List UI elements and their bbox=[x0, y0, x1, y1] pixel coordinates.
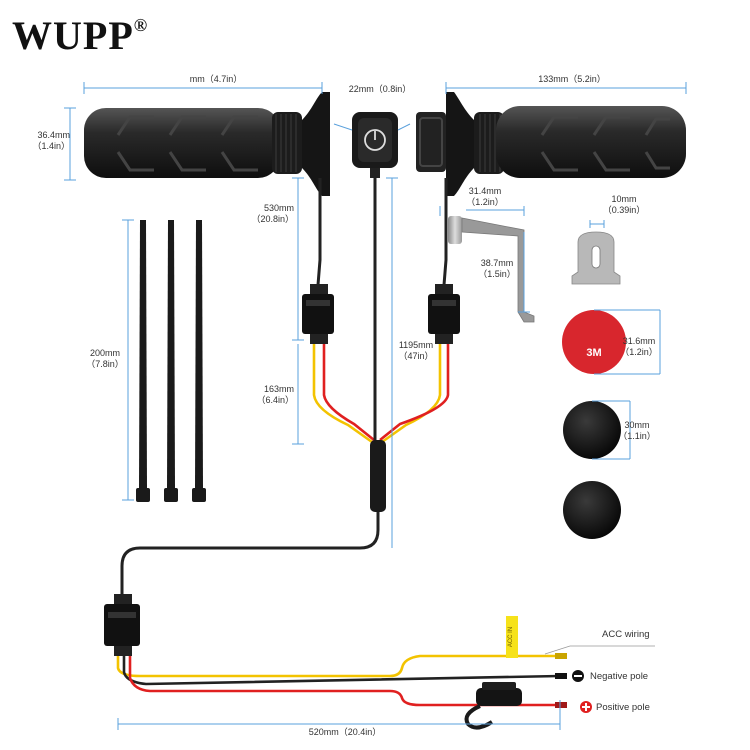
dim-mount-hole: 10mm （0.39in） bbox=[602, 194, 646, 215]
positive-symbol bbox=[580, 701, 592, 713]
brand-logo: WUPP® bbox=[12, 13, 149, 58]
dim-bracket-width: 31.4mm （1.2in） bbox=[466, 186, 504, 207]
output-wires bbox=[116, 654, 561, 707]
wire-ends bbox=[555, 653, 567, 708]
fuse-holder bbox=[464, 682, 522, 730]
right-connector bbox=[428, 284, 460, 344]
cover-cap-1 bbox=[563, 401, 621, 459]
dim-right-grip-length: 133mm（5.2in） bbox=[538, 74, 606, 84]
dim-left-grip-length: mm（4.7in） bbox=[189, 74, 243, 84]
branch-wires bbox=[312, 344, 450, 444]
legend-acc-wiring: ACC wiring bbox=[602, 629, 650, 640]
cover-cap-2 bbox=[563, 481, 621, 539]
dim-cover-cap: 30mm （1.1in） bbox=[618, 420, 656, 441]
acc-tag: ACC IN bbox=[506, 616, 518, 658]
dim-grip-diameter: 36.4mm （1.4in） bbox=[32, 130, 70, 151]
power-switch bbox=[352, 112, 398, 178]
dim-branch-cable: 163mm （6.4in） bbox=[256, 384, 294, 405]
left-grip bbox=[84, 92, 330, 196]
dim-cable-tie: 200mm （7.8in） bbox=[86, 348, 124, 369]
svg-text:ACC IN: ACC IN bbox=[508, 627, 514, 647]
harness-connector bbox=[104, 594, 140, 656]
cable-ties bbox=[136, 220, 206, 502]
bracket-clip bbox=[571, 231, 621, 285]
legend-leaders bbox=[544, 645, 655, 655]
harness-sleeve bbox=[370, 440, 386, 512]
right-grip bbox=[416, 92, 686, 196]
legend-negative-pole: Negative pole bbox=[590, 671, 649, 682]
dim-harness-length: 520mm（20.4in） bbox=[308, 727, 382, 737]
negative-symbol bbox=[572, 670, 584, 682]
dim-bracket-height: 38.7mm （1.5in） bbox=[478, 258, 516, 279]
dim-switch-width: 22mm（0.8in） bbox=[348, 84, 412, 94]
dimension-lines bbox=[64, 82, 687, 730]
dim-right-cable: 1195mm （47in） bbox=[398, 340, 434, 361]
left-connector bbox=[302, 284, 334, 344]
adhesive-pad: 3M bbox=[562, 310, 626, 374]
dim-adhesive-pad: 31.6mm （1.2in） bbox=[620, 336, 658, 357]
dim-left-cable: 530mm （20.8in） bbox=[251, 203, 294, 224]
svg-text:3M: 3M bbox=[586, 347, 601, 359]
legend-positive-pole: Positive pole bbox=[596, 702, 650, 713]
